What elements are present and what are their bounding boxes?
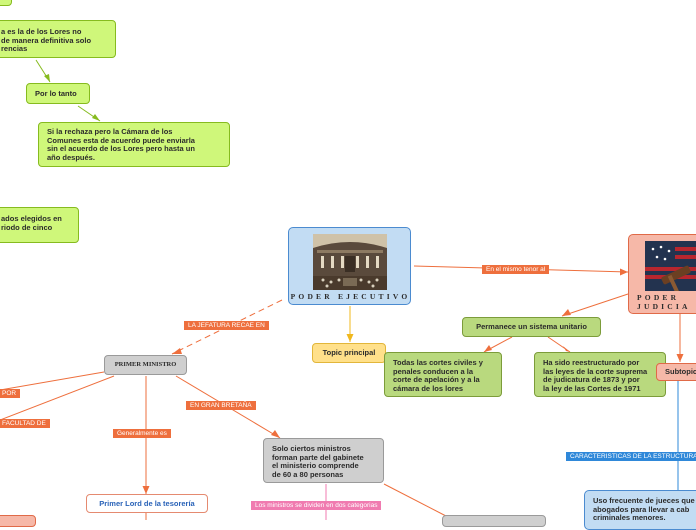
permanece-node[interactable]: Permanece un sistema unitario xyxy=(462,317,601,337)
top-cropped-node[interactable] xyxy=(0,0,12,6)
por-lo-tanto-node[interactable]: Por lo tanto xyxy=(26,83,90,104)
si-la-rechaza-node[interactable]: Si la rechaza pero la Cámara de los Comu… xyxy=(38,122,230,167)
ministros-node[interactable]: Solo ciertos ministros forman parte del … xyxy=(263,438,384,483)
poder-ejecutivo-node[interactable]: PODER EJECUTIVO xyxy=(288,227,411,305)
poder-judicial-node[interactable]: PODER JUDICIA L xyxy=(628,234,696,314)
subtopic-node[interactable]: Subtopic xyxy=(656,363,696,381)
gavel-flag-image xyxy=(645,241,696,291)
label-facultad: FACULTAD DE xyxy=(0,419,50,428)
label-dos-categorias: Los ministros se dividen en dos categori… xyxy=(251,501,382,510)
reestructurado-node[interactable]: Ha sido reestructurado por las leyes de … xyxy=(534,352,666,397)
label-mismo-tenor: En el mismo tenor al xyxy=(482,265,550,274)
lores-definition-node[interactable]: a es la de los Lores no de manera defini… xyxy=(0,20,116,58)
bottom-left-cropped-node[interactable] xyxy=(0,515,36,527)
label-generalmente: Generalmente es xyxy=(113,429,171,438)
primer-ministro-node[interactable]: PRIMER MINISTRO xyxy=(104,355,187,375)
topic-principal-node[interactable]: Topic principal xyxy=(312,343,386,363)
label-gran-bretana: EN GRAN BRETAÑA xyxy=(186,401,256,410)
label-por: POR xyxy=(0,389,21,398)
parliament-image xyxy=(313,234,387,290)
cortes-node[interactable]: Todas las cortes civiles y penales condu… xyxy=(384,352,502,397)
label-caracteristicas: CARACTERISTICAS DE LA ESTRUCTURA xyxy=(566,452,696,461)
poder-judicial-title: PODER JUDICIA L xyxy=(637,293,691,313)
bottom-cropped-node[interactable] xyxy=(442,515,546,527)
diputados-node[interactable]: ados elegidos en riodo de cinco xyxy=(0,207,79,243)
uso-frecuente-node[interactable]: Uso frecuente de jueces que abogados par… xyxy=(584,490,696,530)
label-jefatura: LA JEFATURA RECAE EN xyxy=(184,321,269,330)
primer-lord-node[interactable]: Primer Lord de la tesorería xyxy=(86,494,208,513)
poder-ejecutivo-title: PODER EJECUTIVO xyxy=(290,292,411,301)
